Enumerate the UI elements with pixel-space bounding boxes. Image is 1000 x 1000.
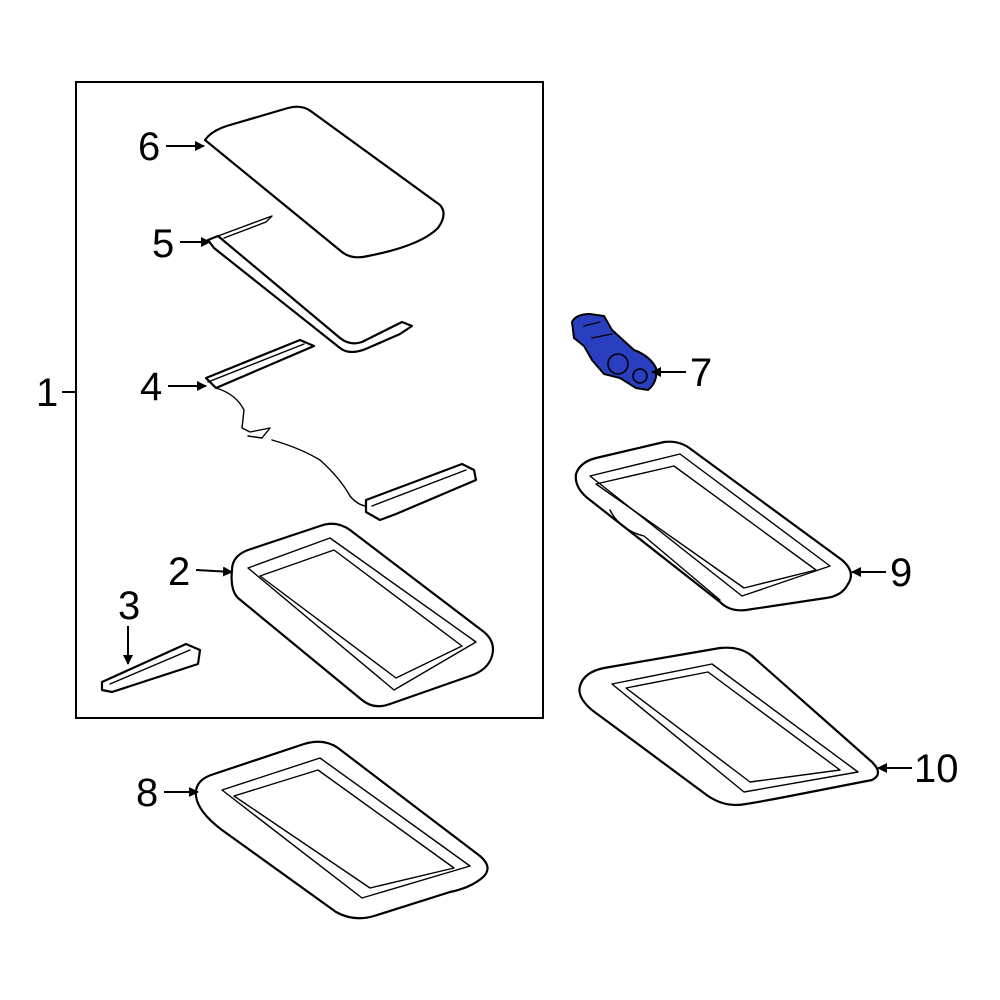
callout-6: 6: [138, 125, 160, 169]
callout-5: 5: [152, 222, 174, 266]
callout-9: 9: [890, 551, 912, 595]
outer-frame-part: [574, 440, 853, 612]
glass-panel-part: [203, 105, 445, 259]
callout-10: 10: [914, 747, 959, 791]
seal-part: [206, 215, 414, 354]
callout-1: 1: [36, 371, 58, 415]
frame-part: [230, 522, 495, 708]
callout-7: 7: [690, 351, 712, 395]
assembly-box: [75, 81, 544, 719]
callout-2: 2: [168, 550, 190, 594]
callout-8: 8: [136, 771, 158, 815]
callout-3: 3: [118, 584, 140, 628]
drive-cable-part: [204, 338, 478, 522]
guide-piece-part: [100, 642, 202, 694]
lower-headliner-frame-part: [194, 740, 489, 920]
headliner-frame-part: [578, 646, 880, 807]
callout-4: 4: [140, 365, 162, 409]
leader-2: [195, 566, 233, 577]
motor-part: [570, 312, 658, 392]
